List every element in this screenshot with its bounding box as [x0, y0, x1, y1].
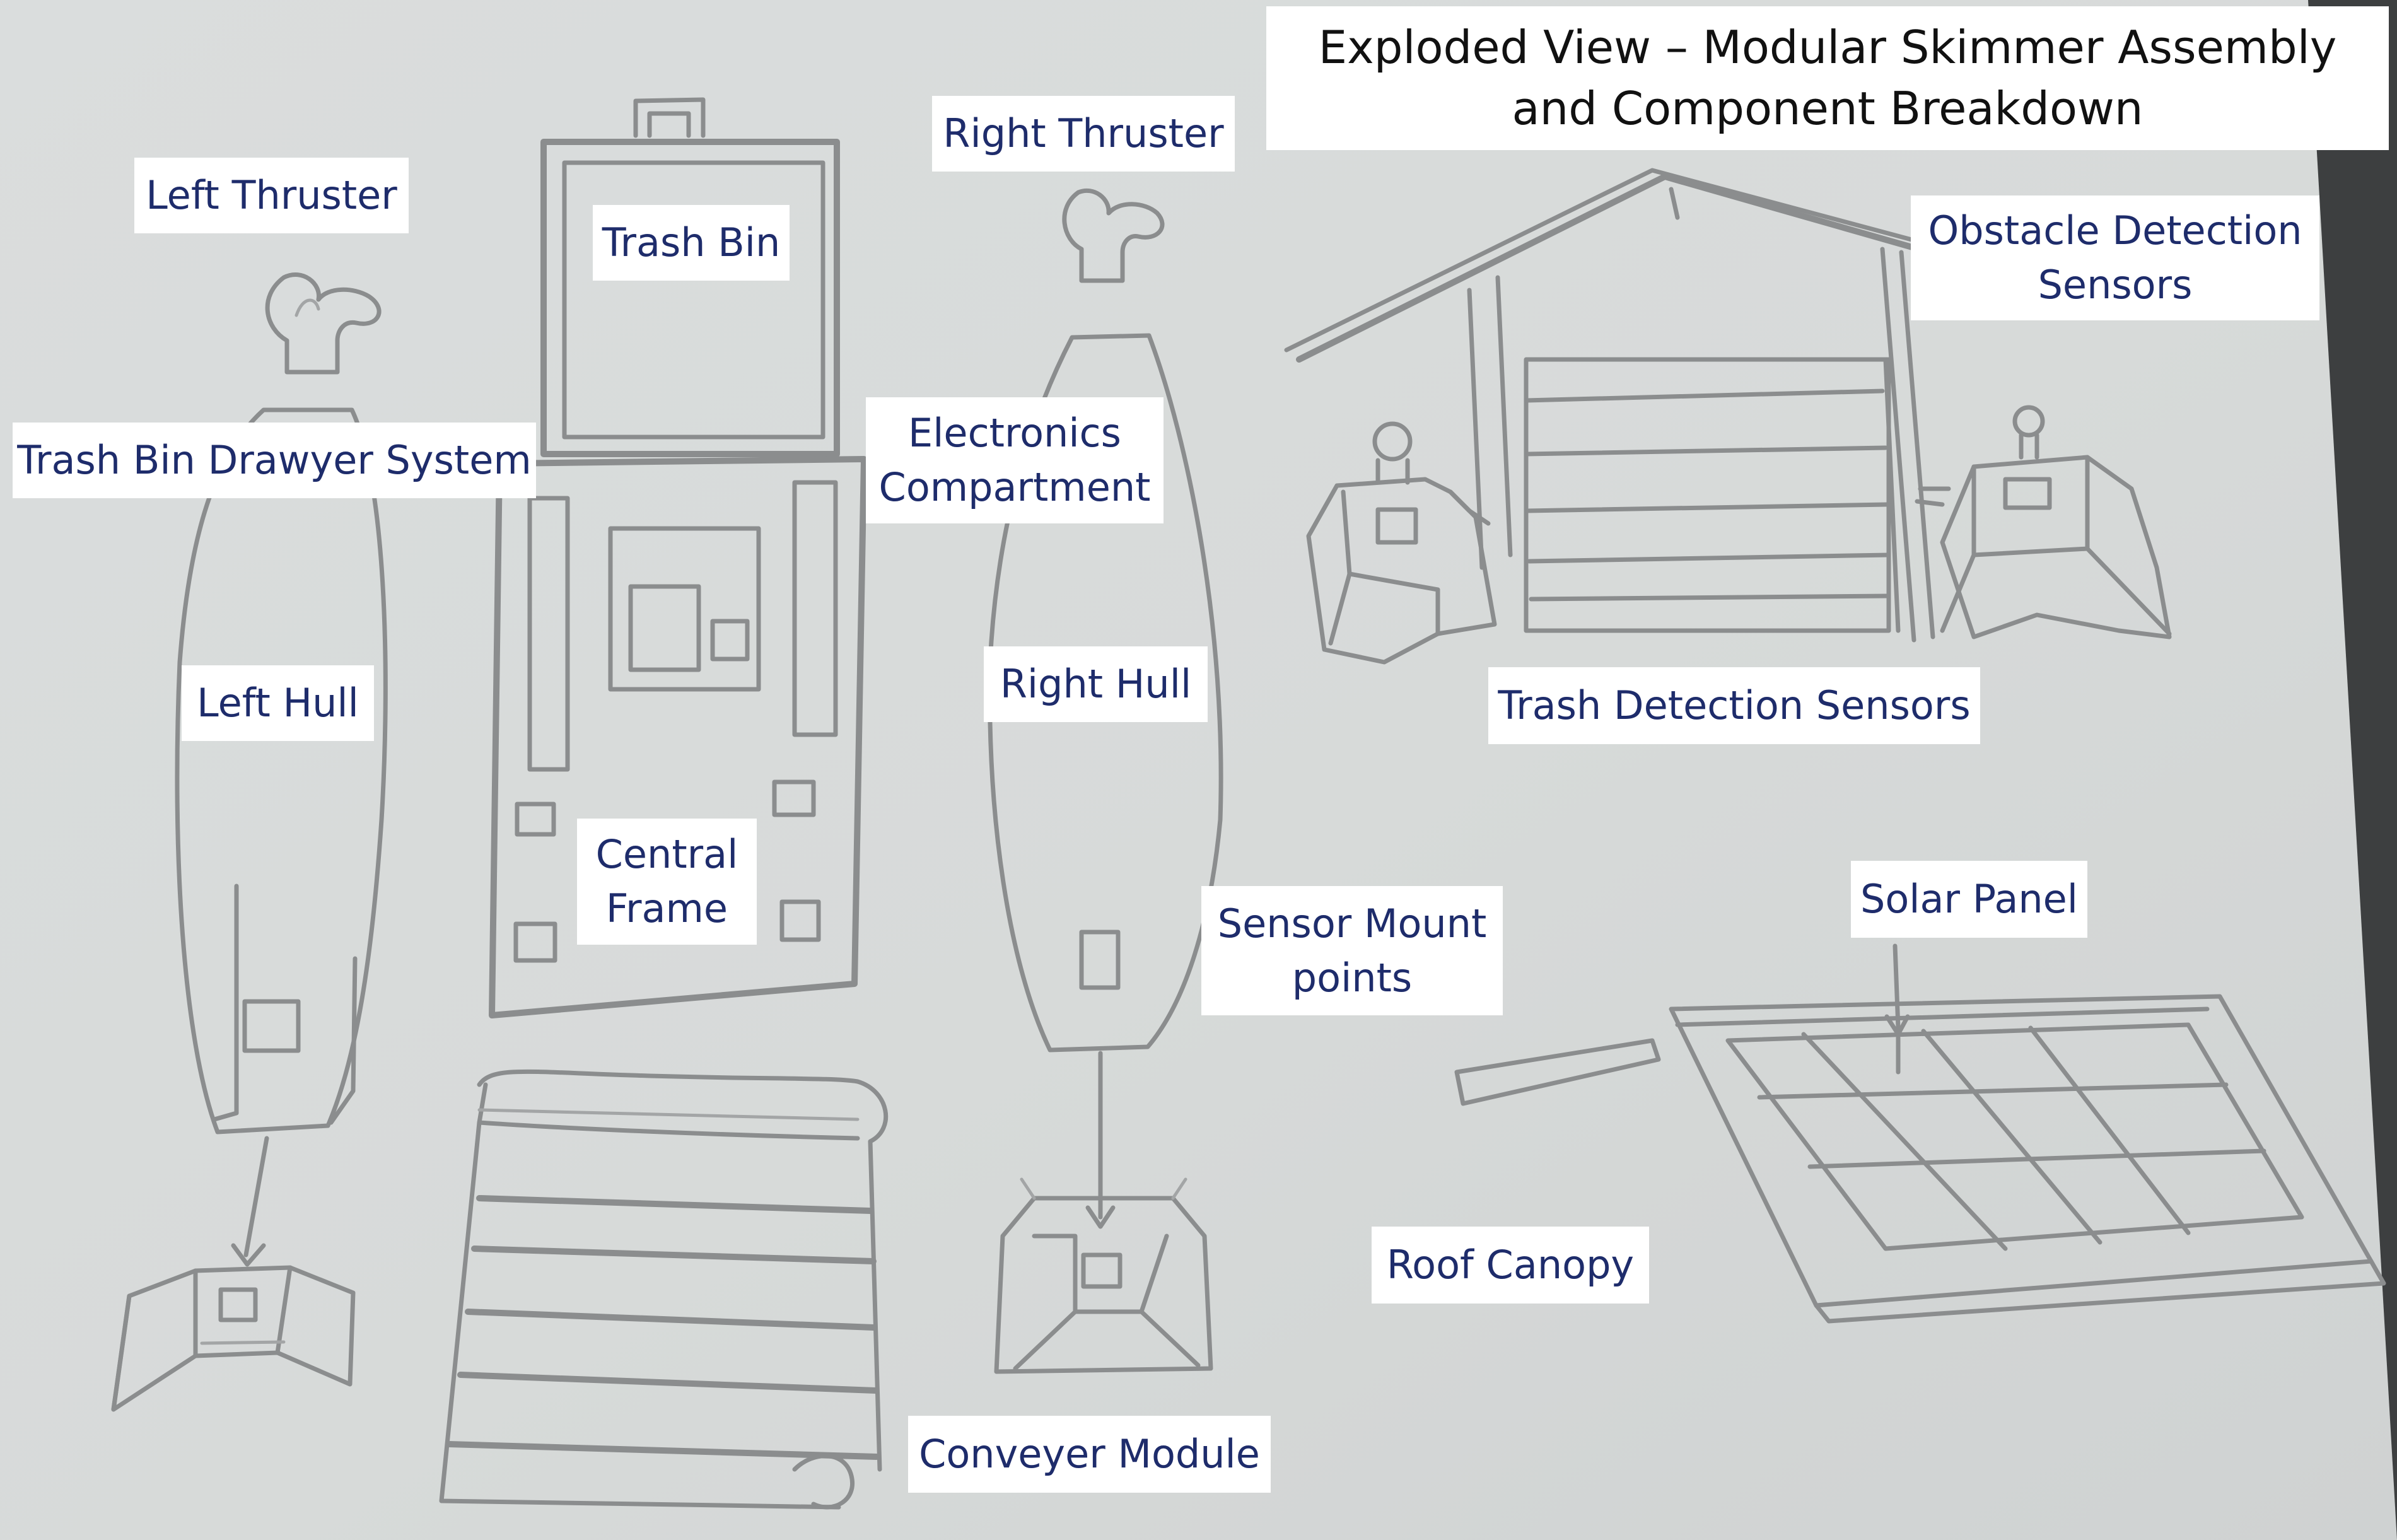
label-trash-bin-drawer-system: Trash Bin Drawyer System: [13, 423, 536, 498]
left-pontoon-drawing: [111, 1265, 356, 1412]
left-hull-drawing: [175, 407, 388, 1267]
solar-panel-drawing: [1454, 943, 2386, 1324]
label-conveyer-module: Conveyer Module: [908, 1416, 1271, 1493]
trash-detection-assembly-drawing: [1284, 168, 2172, 665]
label-left-hull: Left Hull: [182, 665, 374, 741]
label-obstacle-detection-sensors: Obstacle Detection Sensors: [1911, 195, 2319, 320]
central-frame-drawing: [489, 456, 867, 1018]
label-right-thruster: Right Thruster: [932, 96, 1235, 172]
label-roof-canopy: Roof Canopy: [1372, 1227, 1649, 1304]
trash-bin-drawing: [540, 97, 840, 457]
label-electronics-compartment: Electronics Compartment: [866, 397, 1164, 523]
label-solar-panel: Solar Panel: [1851, 861, 2087, 938]
diagram-title: Exploded View – Modular Skimmer Assembly…: [1266, 6, 2389, 150]
right-pontoon-drawing: [994, 1177, 1213, 1374]
label-sensor-mount-points: Sensor Mount points: [1201, 886, 1503, 1015]
right-hull-drawing: [988, 333, 1223, 1229]
right-thruster-drawing: [1062, 188, 1165, 283]
left-thruster-drawing: [265, 272, 382, 375]
conveyer-module-drawing: [439, 1069, 889, 1510]
label-trash-detection-sensors: Trash Detection Sensors: [1488, 667, 1980, 744]
label-central-frame: Central Frame: [577, 819, 757, 945]
label-trash-bin: Trash Bin: [593, 205, 790, 281]
label-right-hull: Right Hull: [984, 646, 1208, 722]
label-left-thruster: Left Thruster: [134, 158, 409, 233]
